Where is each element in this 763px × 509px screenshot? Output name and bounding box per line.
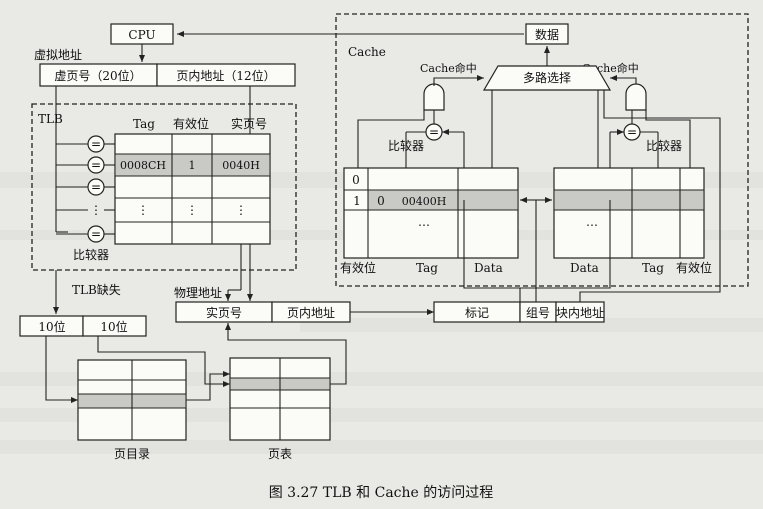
ten-bit-fields: 10位 10位 [19,315,147,337]
tlb-ellipsis-1: ⋮ [137,203,149,217]
cache-addr-tag: 标记 [465,306,489,320]
tlb-row-tag: 0008CH [120,159,166,172]
cache-way-right: … [553,167,705,259]
tlb-eq-2: = [91,158,101,172]
tlb-header-valid: 有效位 [173,116,209,131]
multiplexer: 多路选择 [482,65,612,91]
virtual-page-offset: 页内地址（12位） [176,68,275,83]
tlb-equal-comparator-icon [87,135,105,153]
cache-hit-left: Cache命中 [420,61,477,75]
tlb-comparator-ellipsis: ⋮ [90,203,102,217]
tlb-equal-comparator-icon [87,225,105,243]
physical-frame-number: 实页号 [206,305,242,320]
cache-left-tag-label: Tag [416,261,438,275]
cache-row1-valid: 0 [377,194,385,208]
tlb-table: 0008CH 1 0040H ⋮ ⋮ ⋮ [114,133,271,245]
cache-right-tag-label: Tag [642,261,664,275]
cache-eq-right: = [627,125,637,139]
tlb-header-tag: Tag [133,117,155,131]
and-gate-left-icon [423,83,445,111]
cache-title: Cache [348,45,386,59]
cache-left-data-label: Data [474,261,503,275]
tlb-eq-1: = [91,137,101,151]
tlb-equal-comparator-icon [87,178,105,196]
tlb-comparator-label: 比较器 [73,247,109,262]
cache-data-label: 数据 [535,27,559,42]
cpu-box: CPU [110,23,174,45]
virtual-page-number: 虚页号（20位） [54,68,141,83]
cache-right-valid-label: 有效位 [676,260,712,275]
cache-left-ellipsis: … [418,215,430,229]
virtual-address-title: 虚拟地址 [34,48,82,62]
tlb-title: TLB [38,112,63,126]
cache-addr-block-offset: 块内地址 [556,306,604,320]
mux-label: 多路选择 [523,70,571,85]
physical-address-register: 实页号 页内地址 [175,301,351,323]
cache-left-valid-label: 有效位 [340,260,376,275]
tlb-miss-label: TLB缺失 [72,282,121,297]
page-directory-table [77,359,187,441]
virtual-address-register: 虚页号（20位） 页内地址（12位） [39,63,296,87]
cpu-label: CPU [128,28,155,42]
tlb-row-valid: 1 [189,159,196,172]
tlb-eq-4: = [91,227,101,241]
tlb-comparators: = = = ⋮ = [56,135,115,243]
cache-row0-index: 0 [352,173,360,187]
tlb-header-frame: 实页号 [231,116,267,131]
tlb-region [31,103,297,271]
figure-caption: 图 3.27 TLB 和 Cache 的访问过程 [269,485,494,501]
cache-eq-left: = [429,125,439,139]
tlb-equal-comparator-icon [87,156,105,174]
and-gate-right-icon [625,83,647,111]
cache-comparator-right-label: 比较器 [646,138,682,153]
cache-way-left: 0 1 0 00400H … [343,167,519,259]
cache-row1-index: 1 [353,194,361,208]
tlb-ellipsis-2: ⋮ [186,203,198,217]
cache-region [335,13,749,287]
physical-address-title: 物理地址 [174,286,222,300]
cache-addr-group: 组号 [526,306,550,320]
physical-page-offset: 页内地址 [287,306,335,320]
tlb-eq-3: = [91,180,101,194]
page-table-label: 页表 [268,447,292,461]
cache-right-data-label: Data [570,261,599,275]
ten-bits-b: 10位 [100,319,127,334]
page-directory-label: 页目录 [114,447,150,461]
cache-right-ellipsis: … [586,215,598,229]
page-table [229,357,331,441]
ten-bits-a: 10位 [38,319,65,334]
tlb-ellipsis-3: ⋮ [235,203,247,217]
cache-row1-tag: 00400H [402,195,447,208]
cache-data-output: 数据 [525,23,569,45]
cache-address-register: 标记 组号 块内地址 [433,301,605,323]
tlb-row-frame: 0040H [222,159,260,172]
